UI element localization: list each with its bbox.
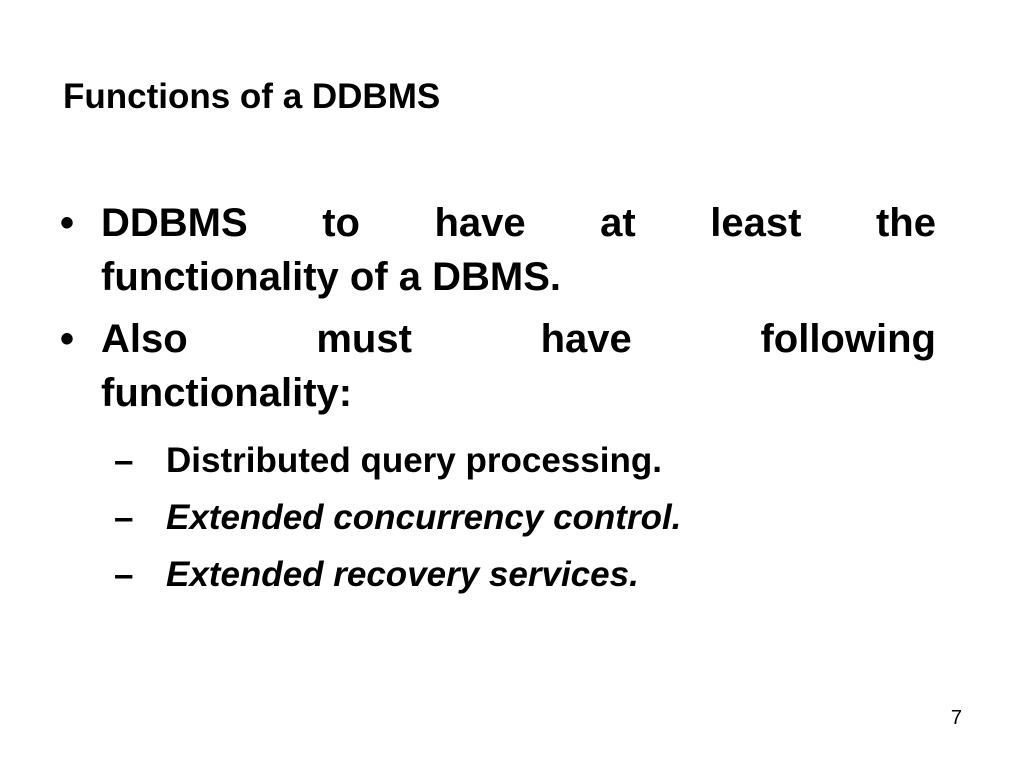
bullet-line-1: Also must have following — [101, 312, 936, 366]
slide-title: Functions of a DDBMS — [63, 77, 441, 116]
sub-bullet-item: – Distributed query processing. — [114, 432, 681, 489]
bullet-list: • DDBMS to have at least the functionali… — [60, 196, 936, 428]
bullet-word: at — [600, 201, 636, 245]
sub-bullet-text: Distributed query processing. — [166, 441, 662, 480]
dash-marker: – — [114, 441, 134, 480]
bullet-word: least — [710, 201, 802, 245]
sub-bullet-text: Extended concurrency control. — [166, 498, 682, 537]
bullet-line-1: DDBMS to have at least the — [101, 196, 936, 250]
bullet-word: following — [760, 317, 936, 361]
bullet-word: must — [316, 317, 412, 361]
bullet-line-2: functionality: — [101, 371, 353, 415]
sub-bullet-item: – Extended recovery services. — [114, 546, 681, 603]
sub-bullet-item: – Extended concurrency control. — [114, 489, 681, 546]
bullet-line-2: functionality of a DBMS. — [101, 255, 561, 299]
bullet-word: have — [434, 201, 526, 245]
bullet-word: Also — [101, 317, 188, 361]
bullet-marker: • — [60, 201, 75, 245]
bullet-word: to — [322, 201, 360, 245]
bullet-marker: • — [60, 317, 75, 361]
bullet-word: DDBMS — [101, 201, 248, 245]
bullet-item: • Also must have following functionality… — [60, 312, 936, 420]
dash-marker: – — [114, 498, 134, 537]
bullet-item: • DDBMS to have at least the functionali… — [60, 196, 936, 304]
dash-marker: – — [114, 555, 134, 594]
sub-bullet-text: Extended recovery services. — [166, 555, 639, 594]
bullet-word: have — [540, 317, 632, 361]
bullet-word: the — [875, 201, 936, 245]
sub-bullet-list: – Distributed query processing. – Extend… — [114, 432, 681, 603]
page-number: 7 — [950, 707, 962, 729]
